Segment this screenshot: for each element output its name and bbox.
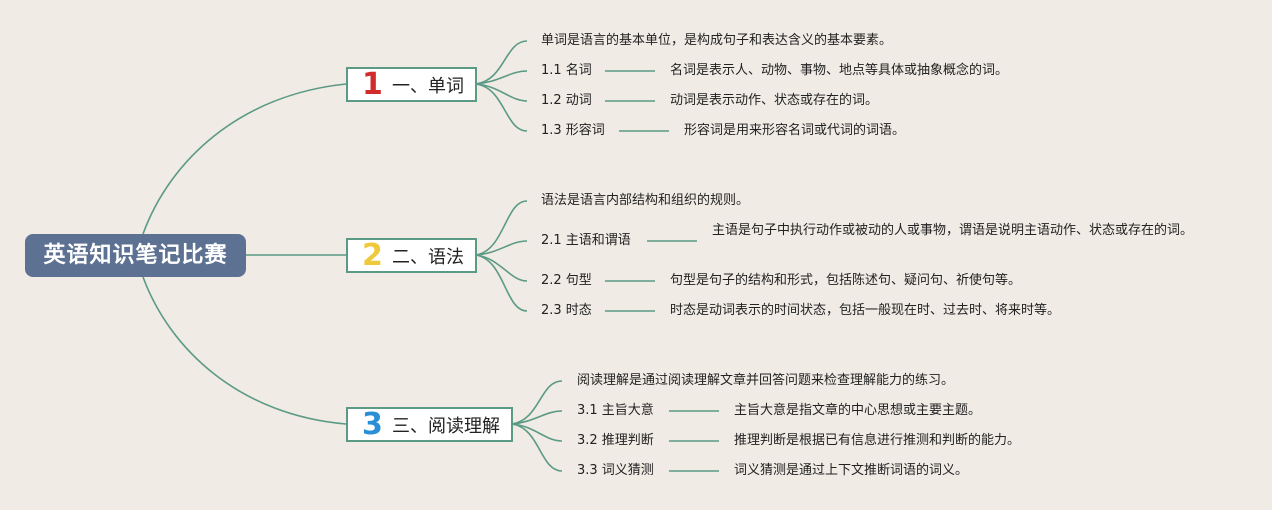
item-1-3-desc: 形容词是用来形容名词或代词的词语。 (684, 123, 906, 138)
root-to-branch-1-line (142, 83, 347, 235)
branch-2-label: 二、语法 (392, 246, 464, 268)
item-2-2-title: 2.2 句型 (541, 273, 592, 288)
number-2-badge: 2 (362, 237, 383, 273)
branch-3-label: 三、阅读理解 (392, 415, 500, 437)
item-1-2-title: 1.2 动词 (541, 93, 592, 108)
branch-1-intro-line (475, 40, 528, 85)
branch-3-item-3-line (511, 423, 563, 472)
branch-2-item-2-line (475, 254, 528, 282)
branch-2-item-3-line (475, 254, 528, 312)
branch-node-2[interactable]: 2 二、语法 (346, 238, 477, 273)
branch-3-item-1-line (511, 410, 563, 425)
item-1-1-desc: 名词是表示人、动物、事物、地点等具体或抽象概念的词。 (670, 63, 1009, 78)
root-to-branch-3-line (142, 276, 347, 425)
item-2-1-desc: 主语是句子中执行动作或被动的人或事物，谓语是说明主语动作、状态或存在的词。 (712, 223, 1194, 238)
item-3-1-desc: 主旨大意是指文章的中心思想或主要主题。 (734, 403, 982, 418)
branch-node-3[interactable]: 3 三、阅读理解 (346, 407, 513, 442)
number-3-badge: 3 (362, 406, 383, 442)
branch-node-1[interactable]: 1 一、单词 (346, 67, 477, 102)
item-3-2-desc: 推理判断是根据已有信息进行推测和判断的能力。 (734, 433, 1021, 448)
branch-1-item-1-line (475, 70, 528, 85)
item-2-1-title: 2.1 主语和谓语 (541, 233, 631, 248)
branch-2-intro-line (475, 200, 528, 256)
branch-1-intro: 单词是语言的基本单位，是构成句子和表达含义的基本要素。 (541, 33, 893, 48)
item-2-3-desc: 时态是动词表示的时间状态，包括一般现在时、过去时、将来时等。 (670, 303, 1061, 318)
root-node[interactable]: 英语知识笔记比赛 (25, 234, 246, 277)
item-1-2-desc: 动词是表示动作、状态或存在的词。 (670, 93, 879, 108)
item-1-3-title: 1.3 形容词 (541, 123, 605, 138)
branch-1-item-3-line (475, 83, 528, 132)
branch-2-item-1-line (475, 240, 528, 256)
item-2-2-desc: 句型是句子的结构和形式，包括陈述句、疑问句、祈使句等。 (670, 273, 1022, 288)
branch-3-intro-line (511, 380, 563, 425)
branch-1-label: 一、单词 (392, 75, 464, 97)
number-1-badge: 1 (362, 66, 383, 102)
item-1-1-title: 1.1 名词 (541, 63, 592, 78)
item-2-3-title: 2.3 时态 (541, 303, 592, 318)
branch-2-intro: 语法是语言内部结构和组织的规则。 (541, 193, 750, 208)
item-3-3-desc: 词义猜测是通过上下文推断词语的词义。 (734, 463, 969, 478)
item-3-3-title: 3.3 词义猜测 (577, 463, 654, 478)
item-3-1-title: 3.1 主旨大意 (577, 403, 654, 418)
item-3-2-title: 3.2 推理判断 (577, 433, 654, 448)
branch-3-intro: 阅读理解是通过阅读理解文章并回答问题来检查理解能力的练习。 (577, 373, 955, 388)
